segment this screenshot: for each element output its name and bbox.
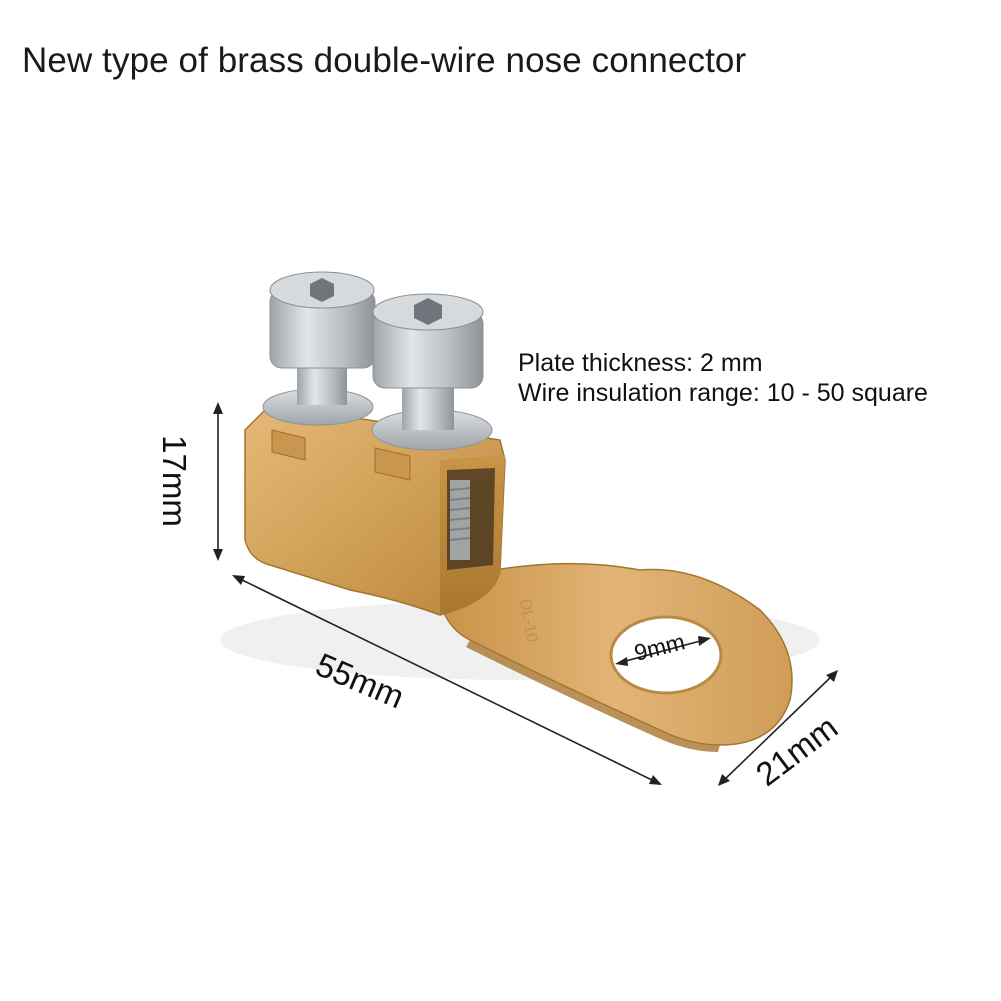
wire-range-text: Wire insulation range: 10 - 50 square bbox=[518, 379, 928, 407]
height-arrow-top bbox=[213, 402, 223, 414]
ring-hole bbox=[609, 615, 723, 695]
hole-arrow-left bbox=[615, 657, 628, 666]
screw-right bbox=[372, 293, 484, 430]
length-arrow-left bbox=[232, 575, 245, 585]
width-arrow-bottom bbox=[718, 774, 730, 786]
hole-arrow-right bbox=[698, 636, 711, 646]
connector-barrel bbox=[244, 404, 506, 616]
plate-thickness-text: Plate thickness: 2 mm bbox=[518, 349, 763, 377]
product-title: New type of brass double-wire nose conne… bbox=[22, 41, 747, 80]
width-arrow-top bbox=[826, 670, 838, 682]
length-arrow-right bbox=[649, 775, 662, 785]
height-arrow-bottom bbox=[213, 549, 223, 561]
length-dimension-line bbox=[237, 577, 657, 783]
dimension-lines bbox=[213, 402, 838, 786]
connector-tongue: DL-10 bbox=[437, 562, 793, 752]
height-label: 17mm bbox=[155, 435, 193, 527]
screw-left bbox=[269, 271, 376, 405]
spec-block: Plate thickness: 2 mm Wire insulation ra… bbox=[518, 348, 928, 408]
width-dimension-line bbox=[723, 675, 833, 781]
hole-dimension-line bbox=[621, 639, 705, 663]
